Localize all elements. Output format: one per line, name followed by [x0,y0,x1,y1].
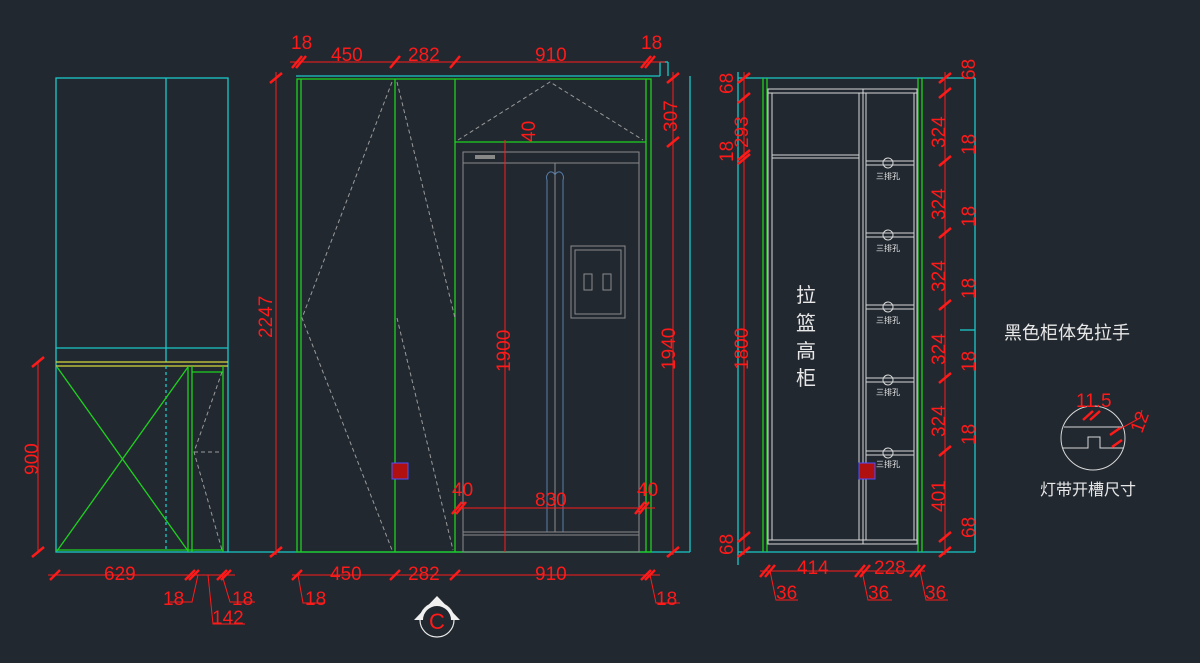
dimension-label: 293 [732,116,753,148]
tall-cabinet-label-3: 高 [796,339,816,363]
section-marker-c: C [414,596,460,638]
dimension-label: 1800 [732,328,753,370]
tall-cabinet-label-1: 拉 [796,283,816,307]
dimension-label: 324 [929,188,950,220]
dim-12: 12 [1127,409,1154,436]
dimension-label: 40 [452,480,473,501]
dimension-label: 18 [656,589,677,610]
groove-detail: 11.5 12 [1060,391,1154,471]
tall-cabinet-label-2: 篮 [796,311,816,335]
shelf-hole-label: 三排孔 [876,315,900,325]
left-cabinet [55,77,229,553]
dim-top-910: 910 [535,45,567,66]
dimension-label: 40 [637,480,658,501]
dimension-label: 324 [929,405,950,437]
shelf-hole-label: 三排孔 [876,171,900,181]
dimension-label: 18 [959,424,980,445]
section-mark-label: C [429,609,445,634]
dimension-label: 36 [776,583,797,604]
dim-top-282: 282 [408,45,440,66]
shelf-hole-label: 三排孔 [876,243,900,253]
dimension-label: 36 [925,583,946,604]
fridge [462,151,640,553]
dim-1900: 1900 [494,330,515,372]
dimension-label: 324 [929,333,950,365]
dim-top-18b: 18 [641,33,662,54]
dimension-label: 68 [959,517,980,538]
dimension-lines [31,55,952,625]
dimension-label: 324 [929,260,950,292]
note-text: 黑色柜体免拉手 [1004,323,1130,344]
dimension-label: 282 [408,564,440,585]
hinge-marker [858,462,876,480]
dim-900: 900 [22,443,43,475]
dimension-label: 18 [959,351,980,372]
detail-title: 灯带开槽尺寸 [1040,480,1136,499]
dimension-label: 36 [868,583,889,604]
dim-top-18a: 18 [291,33,312,54]
dim-1940: 1940 [659,328,680,370]
shelf-hole-label: 三排孔 [876,459,900,469]
dimension-label: 18 [305,589,326,610]
dim-2247: 2247 [256,296,277,338]
dimension-label: 450 [330,564,362,585]
dimension-label: 228 [874,558,906,579]
dim-40: 40 [519,121,540,142]
dim-top-450: 450 [331,45,363,66]
dimension-label: 142 [212,608,244,629]
dimension-label: 414 [797,558,829,579]
tall-cabinet-label-4: 柜 [796,366,816,390]
dimension-label: 18 [959,278,980,299]
dim-11-5: 11.5 [1076,391,1112,412]
dimension-label: 68 [959,59,980,80]
hinge-marker [391,462,409,480]
dim-307: 307 [661,100,682,132]
dimension-label: 910 [535,564,567,585]
dimension-label: 629 [104,564,136,585]
dimension-label: 18 [717,141,738,162]
dimension-label: 18 [163,589,184,610]
dimension-label: 68 [717,534,738,555]
dimension-label: 830 [535,490,567,511]
annotations: 拉 篮 高 柜 三排孔 三排孔 三排孔 三排孔 三排孔 黑色柜体免拉手 灯带开槽… [796,171,1136,499]
middle-doors [228,61,691,553]
shelf-hole-label: 三排孔 [876,387,900,397]
dimension-label: 18 [959,134,980,155]
dimension-label: 401 [929,480,950,512]
dimension-label: 68 [717,73,738,94]
dimension-labels: 18 450 282 910 18 2247 1900 1940 307 40 … [22,33,980,629]
tall-cabinet [737,72,976,565]
dimension-label: 18 [959,206,980,227]
dimension-label: 18 [232,589,253,610]
dimension-label: 324 [929,116,950,148]
